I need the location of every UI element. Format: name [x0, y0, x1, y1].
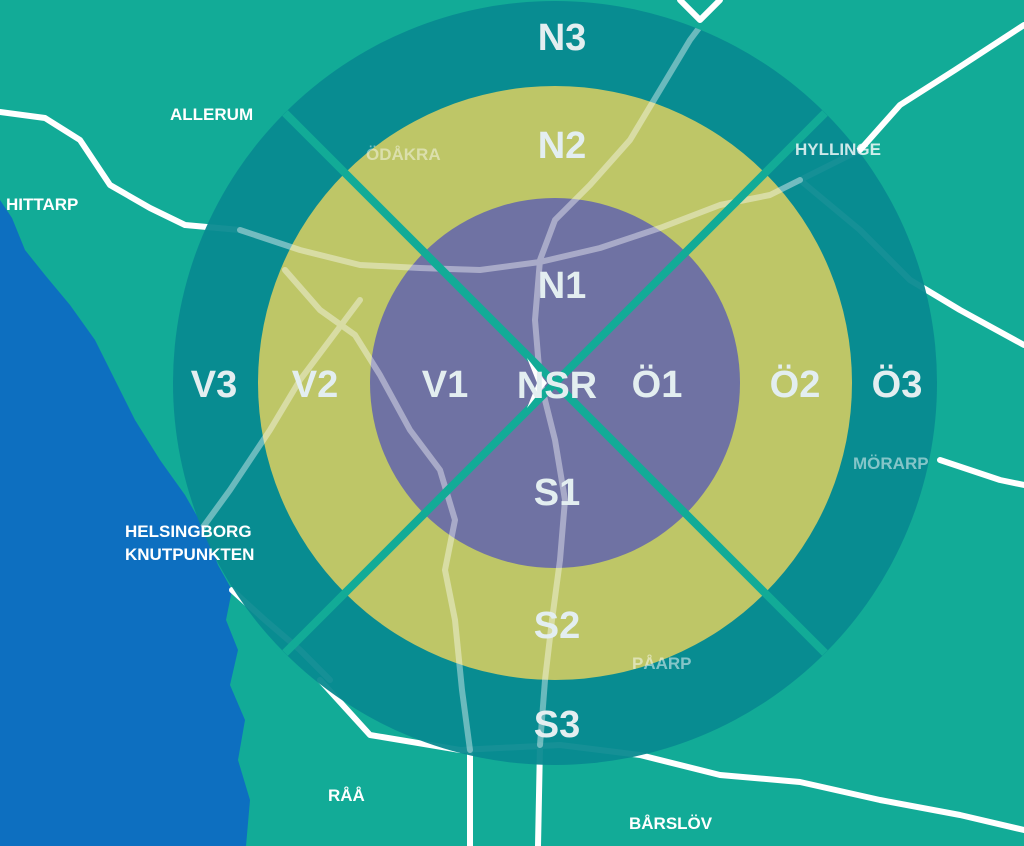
place-label-allerum: ALLERUM: [170, 105, 253, 124]
divider-ne-sw: [282, 110, 828, 656]
zone-label-o1: Ö1: [632, 363, 683, 406]
zone-label-n3: N3: [538, 17, 587, 59]
place-label-paarp: PÅARP: [632, 654, 692, 673]
place-label-barslov: BÅRSLÖV: [629, 814, 713, 833]
sea-area: [0, 200, 250, 846]
place-label-odakra: ÖDÅKRA: [366, 145, 441, 164]
zone-dividers: [282, 110, 828, 656]
place-label-helsingborg-1: HELSINGBORG: [125, 522, 252, 541]
road-helsingborg: [187, 297, 363, 548]
zone-label-n1: N1: [538, 265, 587, 307]
zone-label-n2: N2: [538, 125, 587, 167]
zone-label-s2: S2: [534, 605, 580, 647]
zone-label-v2: V2: [292, 364, 338, 406]
place-label-raa: RÅÅ: [328, 786, 365, 805]
zone-label-o3: Ö3: [872, 363, 923, 406]
road-west-diagonal: [282, 267, 473, 753]
place-label-hittarp: HITTARP: [6, 195, 78, 214]
zone-label-nsr: NSR: [517, 365, 597, 407]
zone-label-v3: V3: [191, 364, 237, 406]
road-morarp: [937, 457, 1024, 488]
zone-label-s1: S1: [534, 472, 580, 514]
zone-label-s3: S3: [534, 704, 580, 746]
place-labels: ALLERUM HITTARP ÖDÅKRA HYLLINGE MÖRARP H…: [6, 105, 929, 833]
place-label-hyllinge: HYLLINGE: [795, 140, 881, 159]
zone-labels: N3 N2 N1 NSR S1 S2 S3 V1 V2 V3 Ö1 Ö2 Ö3: [191, 17, 923, 746]
road-north-south-main: [532, 1, 723, 748]
place-label-morarp: MÖRARP: [853, 454, 929, 473]
road-south: [317, 677, 1024, 833]
center-marker: [527, 358, 547, 408]
road-north-east: [677, 0, 723, 23]
zone-label-o2: Ö2: [770, 363, 821, 406]
zone-label-v1: V1: [422, 364, 468, 406]
place-label-helsingborg-2: KNUTPUNKTEN: [125, 545, 254, 564]
